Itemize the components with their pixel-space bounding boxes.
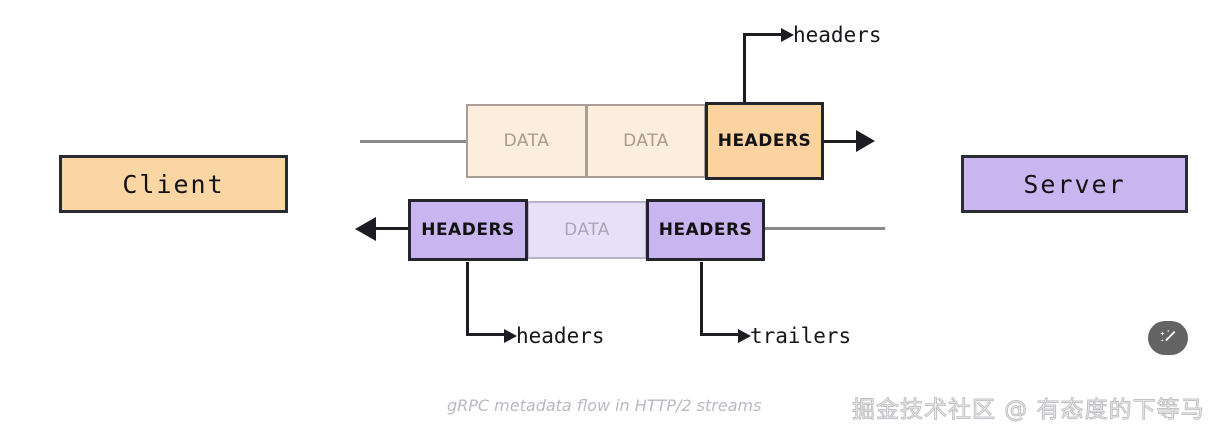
request-headers-annotation-arrowhead-icon — [781, 28, 794, 42]
request-frame-data-2-label: DATA — [623, 131, 669, 151]
diagram-caption: gRPC metadata flow in HTTP/2 streams — [447, 396, 762, 415]
request-headers-annotation-hline — [743, 33, 783, 36]
watermark-text: 掘金技术社区 @ 有态度的下等马 — [852, 397, 1205, 424]
request-frame-data-1-label: DATA — [503, 131, 550, 151]
response-frame-data[interactable]: DATA — [527, 201, 647, 259]
response-headers-annotation-hline — [466, 333, 506, 336]
response-stream-wire-left — [374, 227, 410, 230]
request-frame-data-1[interactable]: DATA — [466, 104, 587, 178]
request-stream-wire-right — [822, 140, 858, 143]
magic-wand-button[interactable] — [1148, 321, 1188, 355]
response-stream-arrowhead-icon — [355, 217, 376, 241]
response-trailers-annotation-vline — [700, 262, 703, 336]
client-node[interactable]: Client — [59, 155, 288, 213]
response-frame-headers-trailing-label: HEADERS — [658, 220, 753, 240]
response-frame-headers-leading-label: HEADERS — [421, 220, 515, 240]
request-headers-annotation-label: headers — [793, 23, 882, 47]
response-trailers-annotation-label: trailers — [750, 324, 852, 348]
response-trailers-annotation-arrowhead-icon — [738, 329, 751, 343]
response-frame-headers-leading[interactable]: HEADERS — [408, 199, 528, 261]
response-frame-data-label: DATA — [564, 220, 610, 240]
response-headers-annotation-label: headers — [516, 324, 605, 348]
request-stream-wire-left — [360, 140, 468, 143]
request-frame-data-2[interactable]: DATA — [586, 104, 706, 178]
response-trailers-annotation-hline — [700, 333, 740, 336]
request-frame-headers[interactable]: HEADERS — [705, 102, 824, 180]
server-node[interactable]: Server — [961, 155, 1188, 213]
request-headers-annotation-vline — [743, 33, 746, 103]
request-stream-arrowhead-icon — [856, 130, 875, 152]
response-frame-headers-trailing[interactable]: HEADERS — [646, 199, 765, 261]
server-node-label: Server — [1023, 169, 1126, 199]
magic-wand-icon — [1160, 329, 1176, 342]
client-node-label: Client — [122, 169, 225, 199]
response-headers-annotation-vline — [466, 262, 469, 336]
response-stream-wire-right — [764, 227, 885, 230]
response-headers-annotation-arrowhead-icon — [504, 329, 517, 343]
request-frame-headers-label: HEADERS — [717, 131, 812, 151]
